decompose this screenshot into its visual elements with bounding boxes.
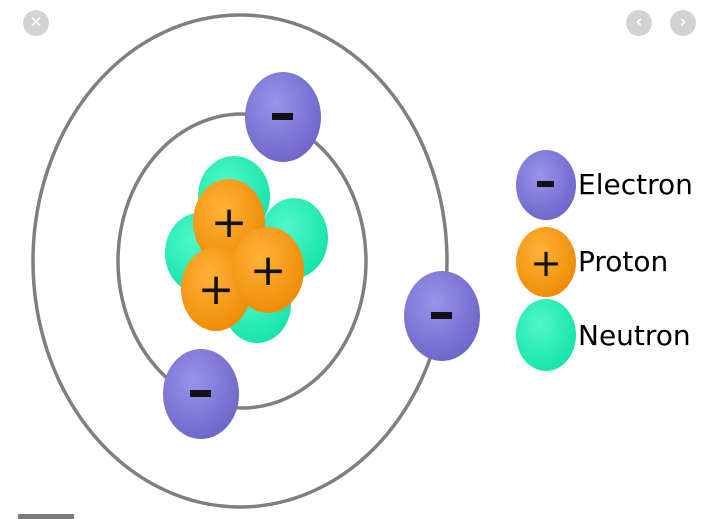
nucleus: + + + bbox=[165, 156, 328, 343]
inner-orbit bbox=[116, 112, 368, 410]
chevron-left-icon: ‹ bbox=[635, 11, 643, 32]
previous-button[interactable]: ‹ bbox=[626, 10, 652, 36]
svg-text:+: + bbox=[250, 245, 287, 296]
svg-text:+: + bbox=[198, 264, 235, 315]
legend-label-proton: Proton bbox=[578, 245, 669, 278]
outer-orbit bbox=[31, 13, 449, 509]
legend-proton-marker: + bbox=[516, 227, 576, 297]
proton: + bbox=[232, 227, 304, 313]
legend-label-neutron: Neutron bbox=[578, 319, 691, 352]
legend-electron-marker bbox=[516, 150, 576, 220]
close-icon: ✕ bbox=[29, 12, 43, 31]
electron bbox=[245, 72, 321, 162]
next-button[interactable]: › bbox=[670, 10, 696, 36]
electron bbox=[163, 349, 239, 439]
close-button[interactable]: ✕ bbox=[23, 10, 49, 36]
bottom-edge-strip bbox=[18, 514, 74, 519]
proton: + bbox=[193, 179, 265, 265]
chevron-right-icon: › bbox=[679, 11, 687, 32]
svg-text:+: + bbox=[530, 241, 562, 285]
legend-label-electron: Electron bbox=[578, 168, 693, 201]
electron bbox=[404, 271, 480, 361]
svg-text:+: + bbox=[211, 197, 248, 248]
legend-neutron-marker bbox=[516, 299, 576, 371]
